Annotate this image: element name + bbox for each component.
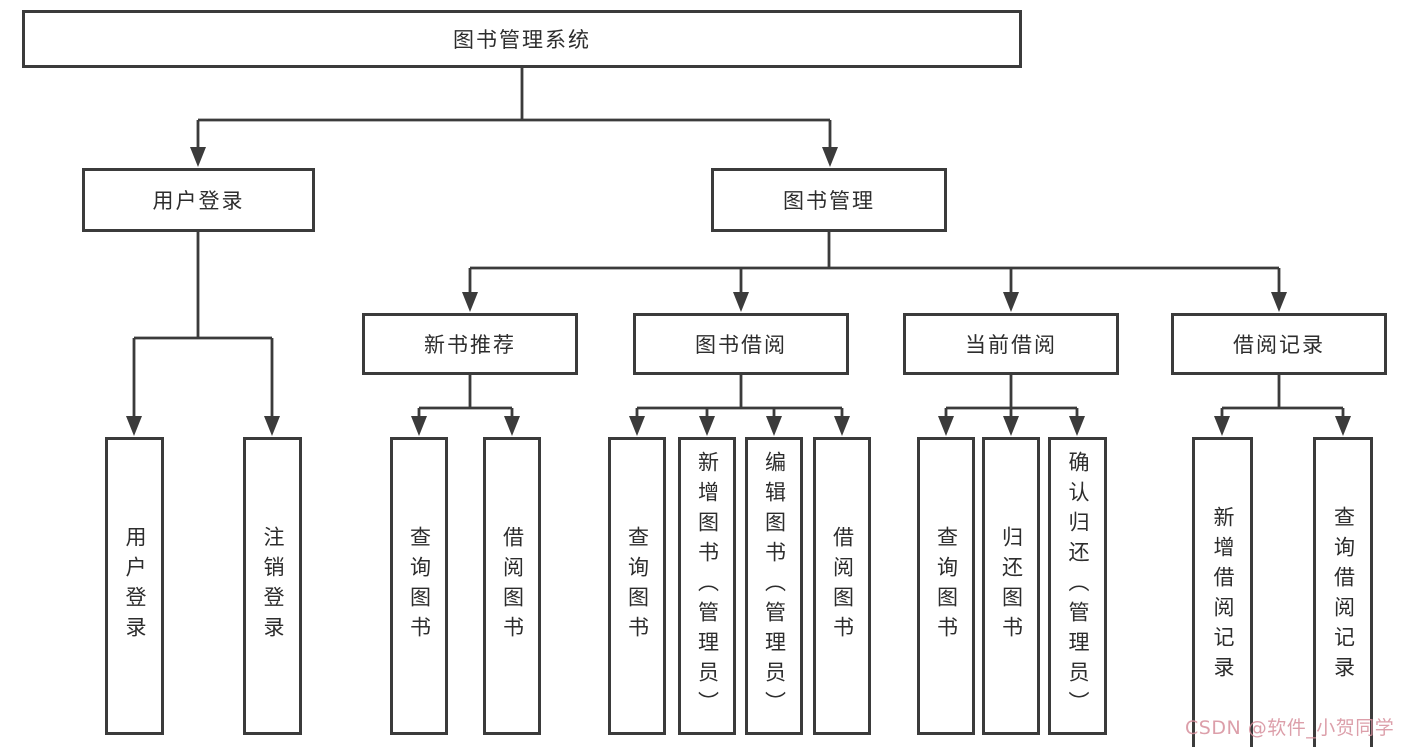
node-new-book-recommend: 新书推荐 [362,313,578,375]
node-root-label: 图书管理系统 [453,28,591,52]
leaf-add-borrow-record-label: 新增借阅记录 [1211,506,1235,686]
leaf-edit-books-admin: 编辑图书（管理员） [745,437,803,735]
leaf-query-borrow-record-label: 查询借阅记录 [1331,506,1356,686]
node-borrow-record-label: 借阅记录 [1233,333,1325,357]
node-borrow-record: 借阅记录 [1171,313,1387,375]
leaf-return-books: 归还图书 [982,437,1040,735]
leaf-borrow-books-recommend-label: 借阅图书 [500,526,525,646]
leaf-add-books-admin-label: 新增图书（管理员） [695,451,720,721]
node-current-borrow-label: 当前借阅 [965,333,1057,357]
leaf-logout-label: 注销登录 [261,526,285,646]
new-book-group-connector [411,375,520,436]
leaf-return-books-label: 归还图书 [999,526,1024,646]
leaf-confirm-return-admin: 确认归还（管理员） [1048,437,1107,735]
leaf-confirm-return-admin-label: 确认归还（管理员） [1066,451,1090,721]
csdn-watermark: CSDN @软件_小贺同学 [1185,717,1395,739]
leaf-borrow-books: 借阅图书 [813,437,871,735]
leaf-edit-books-admin-label: 编辑图书（管理员） [762,451,787,721]
leaf-query-books-borrow-label: 查询图书 [625,526,650,646]
borrow-record-group-connector [1214,375,1351,436]
leaf-add-borrow-record: 新增借阅记录 [1192,437,1253,747]
node-root-system: 图书管理系统 [22,10,1022,68]
node-current-borrow: 当前借阅 [903,313,1119,375]
node-book-management-label: 图书管理 [783,189,875,213]
leaf-query-books-current-label: 查询图书 [934,526,959,646]
leaf-user-login: 用户登录 [105,437,164,735]
book-mgmt-children-connector [462,232,1287,312]
leaf-user-login-label: 用户登录 [123,526,147,646]
node-book-management: 图书管理 [711,168,947,232]
leaf-borrow-books-recommend: 借阅图书 [483,437,541,735]
leaf-query-borrow-record: 查询借阅记录 [1313,437,1373,747]
node-book-borrow-label: 图书借阅 [695,333,787,357]
leaf-query-books-borrow: 查询图书 [608,437,666,735]
node-book-borrow: 图书借阅 [633,313,849,375]
leaf-query-books-recommend: 查询图书 [390,437,448,735]
node-new-book-recommend-label: 新书推荐 [424,333,516,357]
node-user-login: 用户登录 [82,168,315,232]
book-borrow-group-connector [629,375,850,436]
leaf-logout: 注销登录 [243,437,302,735]
user-login-children-connector [126,232,280,436]
leaf-query-books-current: 查询图书 [917,437,975,735]
current-borrow-group-connector [938,375,1085,436]
leaf-add-books-admin: 新增图书（管理员） [678,437,736,735]
node-user-login-label: 用户登录 [152,189,245,213]
leaf-query-books-recommend-label: 查询图书 [407,526,432,646]
leaf-borrow-books-label: 借阅图书 [830,526,855,646]
root-to-level2-connector [190,68,838,167]
